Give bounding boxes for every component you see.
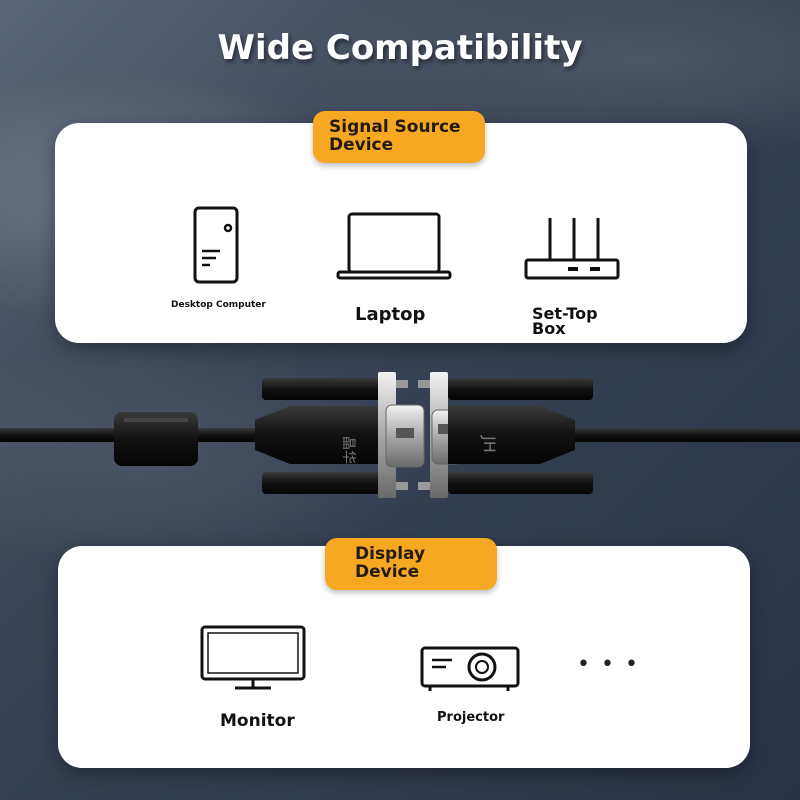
monitor-icon <box>198 624 308 692</box>
laptop-label: Laptop <box>355 304 426 325</box>
set-top-box-label: Set-Top Box <box>532 304 598 338</box>
signal-source-tag: Signal Source Device <box>313 111 485 163</box>
projector-icon <box>418 640 522 694</box>
router-icon <box>522 214 622 282</box>
more-devices-ellipsis: • • • <box>577 652 640 677</box>
desktop-computer-label: Desktop Computer <box>171 300 266 310</box>
right-connector-mark: JH <box>480 435 499 453</box>
projector-label: Projector <box>437 710 505 725</box>
vga-cable-illustration: 晶华 JH <box>0 360 800 514</box>
desktop-computer-icon <box>190 205 242 285</box>
laptop-icon <box>336 210 452 282</box>
monitor-label: Monitor <box>220 711 295 731</box>
left-connector-mark: 晶华 <box>340 436 356 464</box>
page-title: Wide Compatibility <box>217 28 583 68</box>
display-device-tag: Display Device <box>325 538 497 590</box>
